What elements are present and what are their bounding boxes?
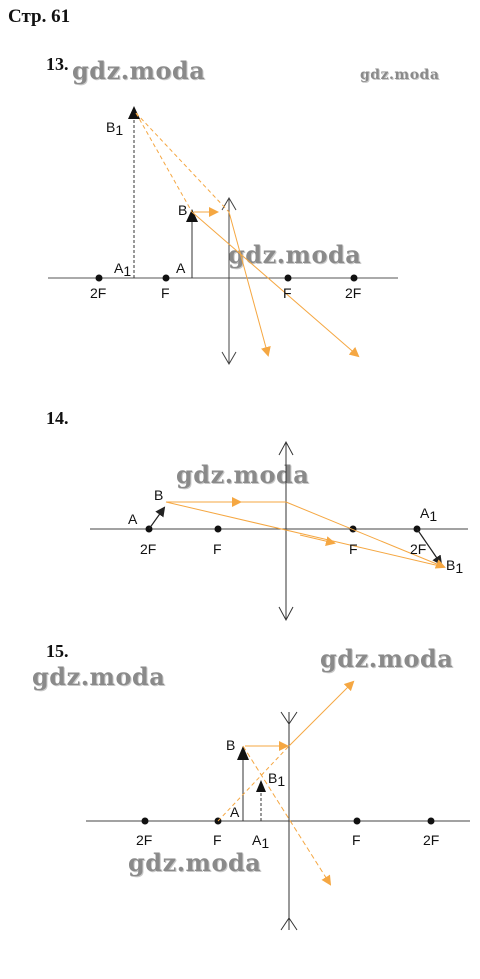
label-2f-left: 2F (136, 832, 152, 848)
ray-extension (217, 745, 290, 822)
ray-extension (135, 112, 230, 213)
lens-arrow-bottom (221, 351, 237, 365)
label-2f-right: 2F (423, 832, 439, 848)
label-a1: A1 (420, 505, 437, 524)
ray-center (242, 745, 332, 886)
point-f-right (353, 817, 361, 825)
problem-14-number: 14. (46, 408, 69, 428)
point-f-left (214, 525, 222, 533)
label-b1: B1 (446, 557, 463, 576)
label-a1: A1 (114, 260, 131, 279)
ray-center (191, 211, 360, 358)
lens-end-top (280, 711, 298, 725)
label-f-left: F (213, 832, 222, 848)
label-f-left: F (213, 541, 222, 557)
label-a: A (176, 260, 186, 276)
object-arrowhead (237, 746, 249, 760)
label-b1: B1 (106, 119, 123, 138)
image-a1b1 (416, 528, 443, 566)
ray-diverged (288, 680, 355, 747)
problem-15-number: 15. (46, 641, 69, 661)
image-arrowhead (256, 780, 266, 792)
page-title: Стр. 61 (8, 6, 71, 27)
label-f-right: F (352, 832, 361, 848)
label-2f-right: 2F (345, 285, 361, 301)
lens-arrow-top (221, 197, 237, 211)
label-b: B (178, 202, 187, 218)
point-2f-right (350, 274, 358, 282)
lens-arrow-bottom (278, 606, 294, 622)
watermark: gdz.moda (176, 460, 310, 489)
label-f-left: F (161, 285, 170, 301)
label-2f-right: 2F (410, 541, 426, 557)
label-2f-left: 2F (90, 285, 106, 301)
ray-refracted-f (285, 501, 446, 569)
problem-13-number: 13. (46, 54, 69, 74)
label-f-right: F (349, 541, 358, 557)
label-b: B (226, 737, 235, 753)
label-a: A (230, 804, 240, 820)
ray-center (165, 501, 445, 568)
label-a: A (128, 511, 138, 527)
lens-arrow-top (278, 440, 294, 456)
watermark: gdz.moda (228, 240, 362, 269)
ray-refracted-f (228, 211, 271, 357)
watermark: gdz.moda (72, 56, 206, 85)
label-b1: B1 (268, 770, 285, 789)
ray-extension (135, 112, 193, 213)
point-2f-left (95, 274, 103, 282)
lens-end-bottom (280, 917, 298, 931)
label-f-right: F (283, 285, 292, 301)
point-2f-right (427, 817, 435, 825)
object-arrowhead (186, 209, 198, 222)
watermark: gdz.moda (360, 67, 440, 83)
point-2f-left (141, 817, 149, 825)
label-b: B (154, 487, 163, 503)
label-a1: A1 (252, 832, 269, 851)
point-f-right (284, 274, 292, 282)
object-ab (148, 506, 166, 530)
watermark: gdz.moda (32, 662, 166, 691)
watermark: gdz.moda (320, 644, 454, 673)
ray-arrow (299, 534, 336, 547)
label-2f-left: 2F (140, 541, 156, 557)
watermark: gdz.moda (128, 848, 262, 877)
point-f-left (162, 274, 170, 282)
